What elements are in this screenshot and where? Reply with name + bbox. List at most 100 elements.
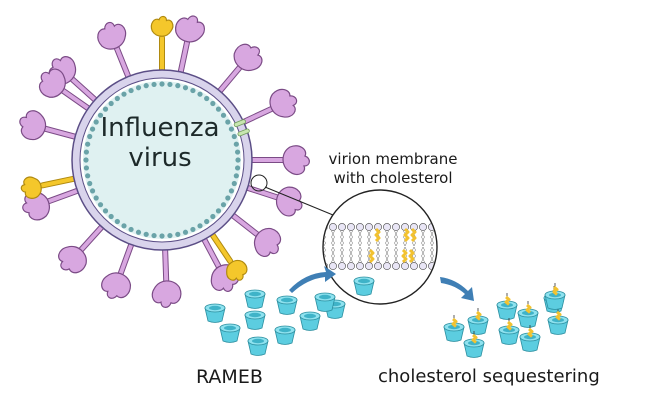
matrix-bead [228, 188, 235, 194]
hemagglutinin-spike-12-head [19, 110, 47, 141]
cup-cavity [549, 292, 561, 298]
matrix-bead [128, 226, 134, 233]
lipid-head-top [419, 223, 427, 231]
cup-cavity [522, 310, 534, 316]
lipid-head-top [347, 223, 355, 231]
lipid-tail-bottom [376, 246, 380, 263]
hemagglutinin-spike-12-head-shape [19, 110, 47, 141]
hemagglutinin-spike-2-head [233, 43, 263, 72]
matrix-bead [175, 83, 181, 89]
neuraminidase-spike-0-head [150, 15, 174, 37]
lipid-head-bottom [338, 262, 346, 270]
virus-title-line1: Influenza [100, 113, 220, 143]
neuraminidase-spike-0-head-shape [150, 15, 174, 37]
lipid-head-top [338, 223, 346, 231]
bilayer [324, 223, 436, 270]
lipid-head-bottom [329, 262, 337, 270]
neuraminidase-spike-1-head [226, 259, 248, 281]
lipid-tail-bottom [331, 246, 335, 263]
matrix-bead [97, 112, 104, 118]
matrix-bead [87, 133, 93, 140]
cup-cavity [304, 313, 316, 319]
rameb-cup [244, 289, 266, 309]
matrix-bead [167, 232, 173, 239]
zoom-source-circle [250, 174, 268, 192]
cholesterol-molecule [368, 248, 375, 264]
lipid-head-top [329, 223, 337, 231]
cup-cavity [358, 278, 370, 284]
matrix-bead [220, 112, 227, 118]
m2-ion-channel [233, 119, 250, 137]
cholesterol-molecule [401, 248, 408, 264]
sequestered-cup [467, 308, 489, 335]
cholesterol-in-cup [504, 295, 511, 306]
matrix-bead [83, 157, 89, 163]
lipid-tail-bottom [349, 246, 353, 263]
lipid-tail-bottom [430, 246, 434, 263]
hemagglutinin-spike-0-head-shape [97, 21, 127, 50]
sequestered-cup [547, 308, 569, 335]
cholesterol-in-cup [475, 310, 482, 321]
matrix-bead [114, 218, 120, 225]
hemagglutinin-spike-4-head [282, 145, 310, 176]
hemagglutinin-spike-9 [101, 232, 138, 299]
hemagglutinin-spike-1-head [175, 15, 206, 43]
rameb-cup [314, 292, 336, 312]
matrix-bead [215, 208, 222, 214]
rameb-label: RAMEB [196, 366, 263, 388]
cup-cavity [472, 317, 484, 323]
matrix-bead [121, 91, 127, 97]
cholesterol-in-cup [552, 285, 559, 296]
neuraminidase-spike-2-head [20, 176, 42, 199]
lipid-head-bottom [410, 262, 418, 270]
matrix-bead [121, 223, 127, 229]
sequestering-label: cholesterol sequestering [378, 366, 600, 387]
cup-cavity [319, 294, 331, 300]
hemagglutinin-spike-8-head [151, 280, 182, 308]
hemagglutinin-spike-4-head-shape [282, 145, 310, 176]
lipid-head-bottom [401, 262, 409, 270]
hemagglutinin-spike-6 [222, 206, 282, 257]
matrix-bead [210, 100, 216, 107]
hemagglutinin-spike-0 [97, 21, 136, 89]
lipid-tail-bottom [358, 246, 362, 263]
matrix-bead [197, 223, 203, 229]
virus-body [71, 69, 268, 251]
matrix-bead [89, 188, 96, 194]
hemagglutinin-spike-3-head [269, 88, 298, 118]
zoom-circle [322, 189, 438, 305]
hemagglutinin-spike-1-head-shape [175, 15, 206, 43]
hemagglutinin-spike-10-head [58, 245, 87, 274]
virus-interior [83, 81, 241, 239]
hemagglutinin-spike-10-head-shape [58, 245, 87, 274]
cholesterol-molecule [410, 227, 417, 243]
rameb-cups [204, 289, 346, 356]
matrix-bead [190, 87, 196, 94]
matrix-bead [128, 87, 134, 94]
membrane-label-line1: virion membrane [328, 150, 458, 168]
rameb-cup [274, 325, 296, 345]
lipid-tail-bottom [385, 246, 389, 263]
matrix-bead [175, 231, 181, 237]
lipid-tail-top [349, 230, 353, 247]
cup-cavity [209, 305, 221, 311]
cholesterol-molecule [374, 227, 381, 243]
cholesterol-in-cup [471, 333, 478, 344]
hemagglutinin-spike-6-head [253, 227, 282, 257]
cup-cavity [524, 334, 536, 340]
cup-cavity [224, 325, 236, 331]
virus-title-line2: virus [128, 143, 192, 173]
arrow-to-sequestering [440, 277, 474, 301]
cup-cavity [252, 338, 264, 344]
lipid-tail-top [394, 230, 398, 247]
lipid-head-bottom [347, 262, 355, 270]
lipid-head-top [356, 223, 364, 231]
matrix-bead [204, 95, 210, 102]
cup-cavity [448, 324, 460, 330]
hemagglutinin-spike-5 [235, 181, 303, 217]
lipid-head-bottom [365, 262, 373, 270]
lipid-head-top [383, 223, 391, 231]
matrix-bead [97, 202, 104, 208]
sequestered-cup [463, 331, 485, 358]
neuraminidase-spike-1-head-shape [226, 259, 248, 281]
